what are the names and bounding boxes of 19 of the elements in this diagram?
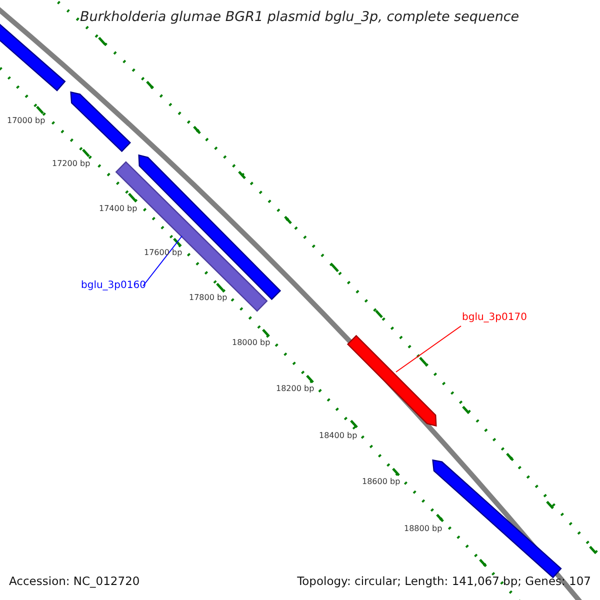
gene-feature [346,334,437,427]
position-label: 18600 bp [362,477,400,486]
position-label: 18200 bp [276,384,314,393]
gene-label: bglu_3p0170 [462,312,527,323]
gene-feature [70,91,132,152]
position-label: 17600 bp [144,248,182,257]
position-label: 17000 bp [7,116,46,125]
leader-line [142,236,182,286]
position-label: 18800 bp [404,524,442,533]
map-title: Burkholderia glumae BGR1 plasmid bglu_3p, complete sequence [80,9,520,25]
position-label: 17400 bp [99,204,138,213]
position-label: 18000 bp [232,338,270,347]
summary-text: Topology: circular; Length: 141,067 bp; Genes: 107 [297,574,591,588]
gene-label: bglu_3p0160 [81,280,146,291]
position-label: 17200 bp [52,159,90,168]
accession-text: Accession: NC_012720 [9,574,140,588]
position-label: 18400 bp [319,431,358,440]
position-label: 17800 bp [189,293,228,302]
leader-line [396,326,462,372]
